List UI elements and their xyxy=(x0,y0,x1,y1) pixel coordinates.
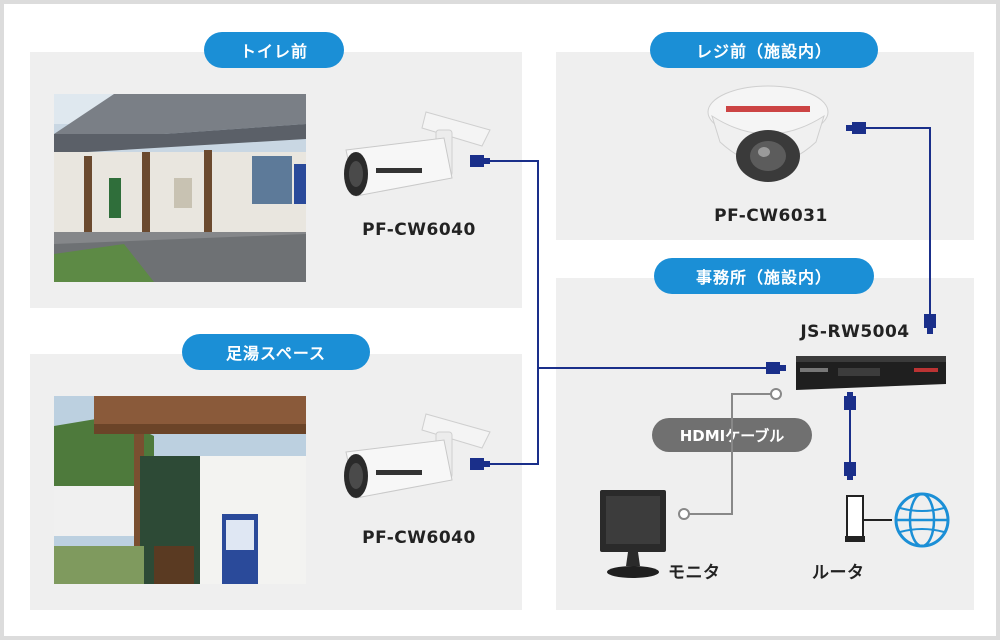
label-recorder: JS-RW5004 xyxy=(800,322,910,342)
globe-icon xyxy=(892,490,952,550)
photo-toilet-area xyxy=(54,94,306,282)
bullet-camera-toilet xyxy=(340,108,500,204)
dome-camera-register xyxy=(704,82,834,192)
section-title-footbath: 足湯スペース xyxy=(182,334,370,370)
hdmi-cable-label: HDMIケーブル xyxy=(652,418,812,452)
bullet-camera-footbath xyxy=(340,410,500,506)
network-video-recorder xyxy=(794,354,950,396)
section-title-office: 事務所（施設内） xyxy=(654,258,874,294)
label-camera-register: PF-CW6031 xyxy=(714,206,828,226)
label-camera-toilet: PF-CW6040 xyxy=(362,220,476,240)
monitor-icon xyxy=(594,488,674,580)
photo-footbath-area xyxy=(54,396,306,584)
router-icon xyxy=(844,494,868,546)
label-camera-footbath: PF-CW6040 xyxy=(362,528,476,548)
section-title-register: レジ前（施設内） xyxy=(650,32,878,68)
section-title-toilet: トイレ前 xyxy=(204,32,344,68)
label-monitor: モニタ xyxy=(668,563,721,583)
label-router: ルータ xyxy=(812,563,865,583)
